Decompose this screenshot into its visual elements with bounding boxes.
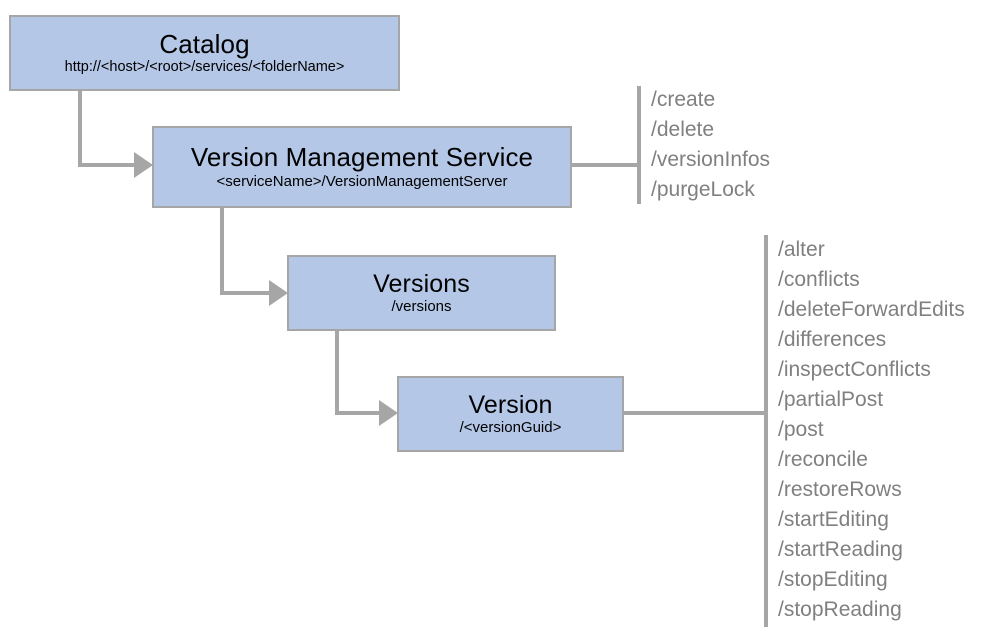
service-operations-item[interactable]: /versionInfos: [651, 148, 771, 171]
connector-versions-to-version: [335, 331, 398, 426]
version-operations-item[interactable]: /conflicts: [778, 268, 860, 291]
version-operations-item[interactable]: /reconcile: [778, 448, 868, 471]
node-catalog[interactable]: Catalog http://<host>/<root>/services/<f…: [9, 15, 400, 91]
version-operations-item[interactable]: /post: [778, 418, 824, 441]
service-operations-item[interactable]: /delete: [651, 118, 715, 141]
version-operations-list: /alter/conflicts/deleteForwardEdits/diff…: [778, 235, 965, 625]
version-operations-item[interactable]: /inspectConflicts: [778, 358, 931, 381]
version-operations-item[interactable]: /alter: [778, 238, 825, 261]
connector-service-to-versions: [220, 208, 288, 306]
node-catalog-title: Catalog: [159, 28, 250, 59]
node-catalog-path: http://<host>/<root>/services/<folderNam…: [64, 59, 345, 76]
node-version-management-service[interactable]: Version Management Service <serviceName>…: [152, 126, 572, 208]
node-versions[interactable]: Versions /versions: [287, 255, 556, 331]
connector-version-operations-bracket: [624, 235, 768, 627]
version-operations-item[interactable]: /stopEditing: [778, 568, 888, 591]
version-operations-item[interactable]: /stopReading: [778, 598, 902, 621]
version-operations-item[interactable]: /differences: [778, 328, 887, 351]
connector-catalog-to-service: [78, 91, 153, 178]
service-operations-list: /create/delete/versionInfos/purgeLock: [651, 85, 770, 205]
version-operations-item[interactable]: /partialPost: [778, 388, 884, 411]
node-version-title: Version: [468, 391, 553, 419]
node-versions-path: /versions: [391, 298, 452, 316]
version-operations-item[interactable]: /startReading: [778, 538, 903, 561]
version-operations-item[interactable]: /restoreRows: [778, 478, 902, 501]
version-operations-item[interactable]: /startEditing: [778, 508, 889, 531]
node-version-management-service-path: <serviceName>/VersionManagementServer: [216, 172, 508, 190]
service-operations-item[interactable]: /purgeLock: [651, 178, 755, 201]
node-version-path: /<versionGuid>: [459, 419, 562, 437]
node-version[interactable]: Version /<versionGuid>: [397, 376, 624, 452]
node-version-management-service-title: Version Management Service: [190, 142, 534, 173]
node-versions-title: Versions: [373, 270, 470, 298]
connector-service-operations-bracket: [572, 86, 641, 204]
version-operations-item[interactable]: /deleteForwardEdits: [778, 298, 965, 321]
service-operations-item[interactable]: /create: [651, 88, 716, 111]
